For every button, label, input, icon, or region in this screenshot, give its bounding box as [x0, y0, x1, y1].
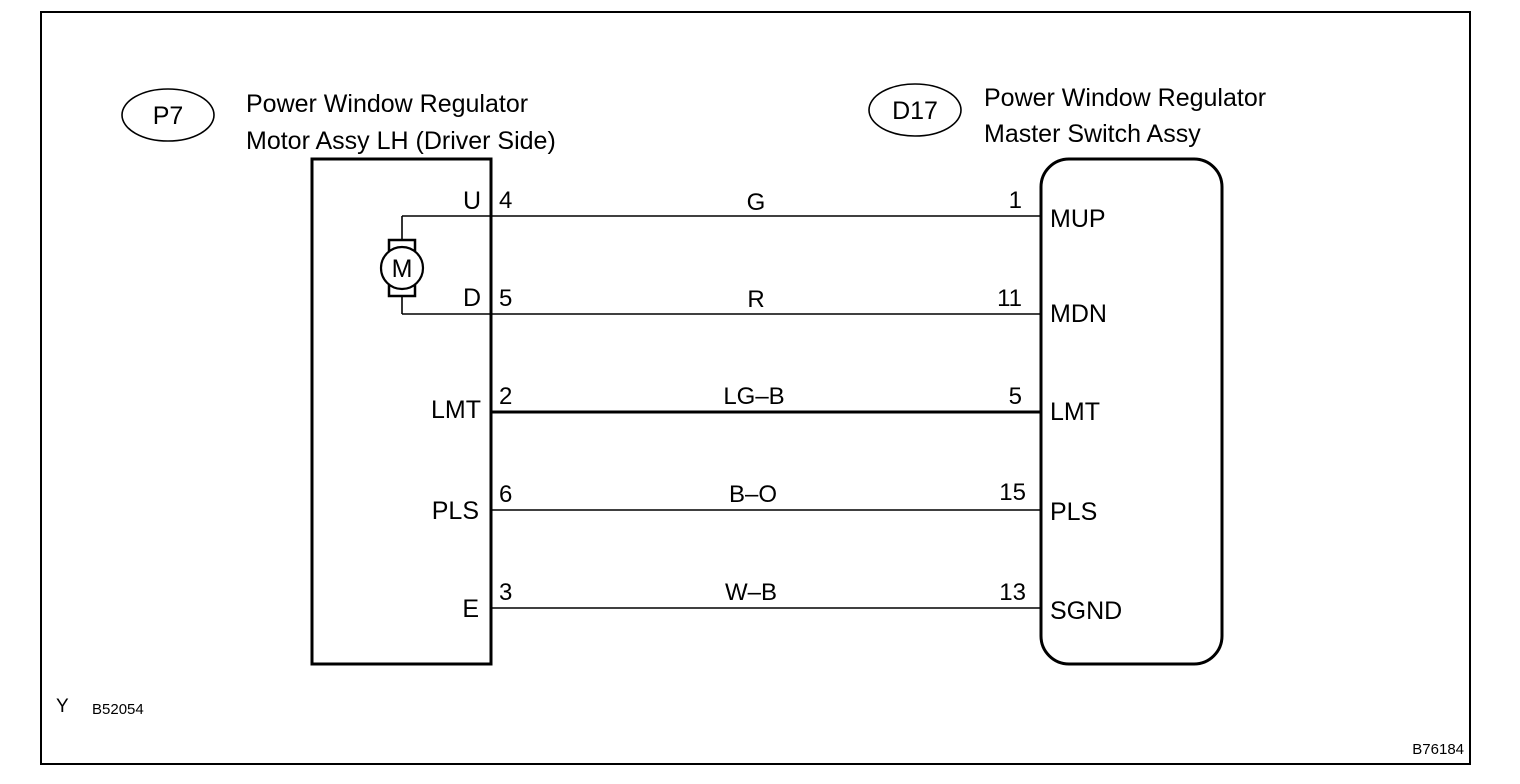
left-connector-name-line1: Power Window Regulator — [246, 90, 528, 118]
left-connector-code-oval — [121, 88, 215, 142]
right-connector-name-line2: Master Switch Assy — [984, 120, 1201, 148]
left-connector-name-line2: Motor Assy LH (Driver Side) — [246, 127, 556, 155]
right-pin-number: 15 — [999, 479, 1026, 506]
wire-color-code: B–O — [729, 481, 777, 508]
right-terminal-label: LMT — [1050, 398, 1100, 426]
left-terminal-label: LMT — [431, 396, 481, 424]
left-pin-number: 2 — [499, 383, 512, 410]
wire-color-code: R — [747, 286, 764, 313]
wire-color-code: LG–B — [723, 383, 784, 410]
wire-row-1: U 4 G 1 MUP — [463, 187, 1106, 233]
footer-code-right: B76184 — [1412, 741, 1464, 758]
right-terminal-label: MDN — [1050, 300, 1107, 328]
left-connector-code: P7 — [153, 102, 184, 130]
left-pin-number: 4 — [499, 187, 512, 214]
left-pin-number: 5 — [499, 285, 512, 312]
footer-letter: Y — [56, 696, 69, 717]
right-terminal-label: MUP — [1050, 205, 1106, 233]
motor-circle — [379, 245, 425, 291]
footer-code-left: B52054 — [92, 701, 144, 718]
right-pin-number: 5 — [1009, 383, 1022, 410]
diagram-frame — [40, 11, 1471, 765]
left-pin-number: 3 — [499, 579, 512, 606]
left-terminal-label: E — [462, 595, 479, 623]
left-terminal-label: U — [463, 187, 481, 215]
left-pin-number: 6 — [499, 481, 512, 508]
right-connector-code: D17 — [892, 97, 938, 125]
wire-row-3: LMT 2 LG–B 5 LMT — [431, 383, 1100, 426]
left-terminal-label: PLS — [432, 497, 479, 525]
wire-color-code: G — [747, 189, 766, 216]
wire-color-code: W–B — [725, 579, 777, 606]
right-pin-number: 1 — [1009, 187, 1022, 214]
right-pin-number: 13 — [999, 579, 1026, 606]
wire-row-4: PLS 6 B–O 15 PLS — [432, 479, 1098, 526]
motor-symbol: M — [379, 215, 491, 315]
right-connector-name-line1: Power Window Regulator — [984, 84, 1266, 112]
wire-row-5: E 3 W–B 13 SGND — [462, 579, 1122, 625]
wire-row-2: D 5 R 11 MDN — [463, 284, 1107, 328]
left-terminal-label: D — [463, 284, 481, 312]
right-pin-number: 11 — [997, 285, 1022, 312]
right-terminal-label: SGND — [1050, 597, 1122, 625]
right-connector-code-oval — [868, 83, 962, 137]
motor-label: M — [392, 255, 413, 283]
right-terminal-label: PLS — [1050, 498, 1097, 526]
